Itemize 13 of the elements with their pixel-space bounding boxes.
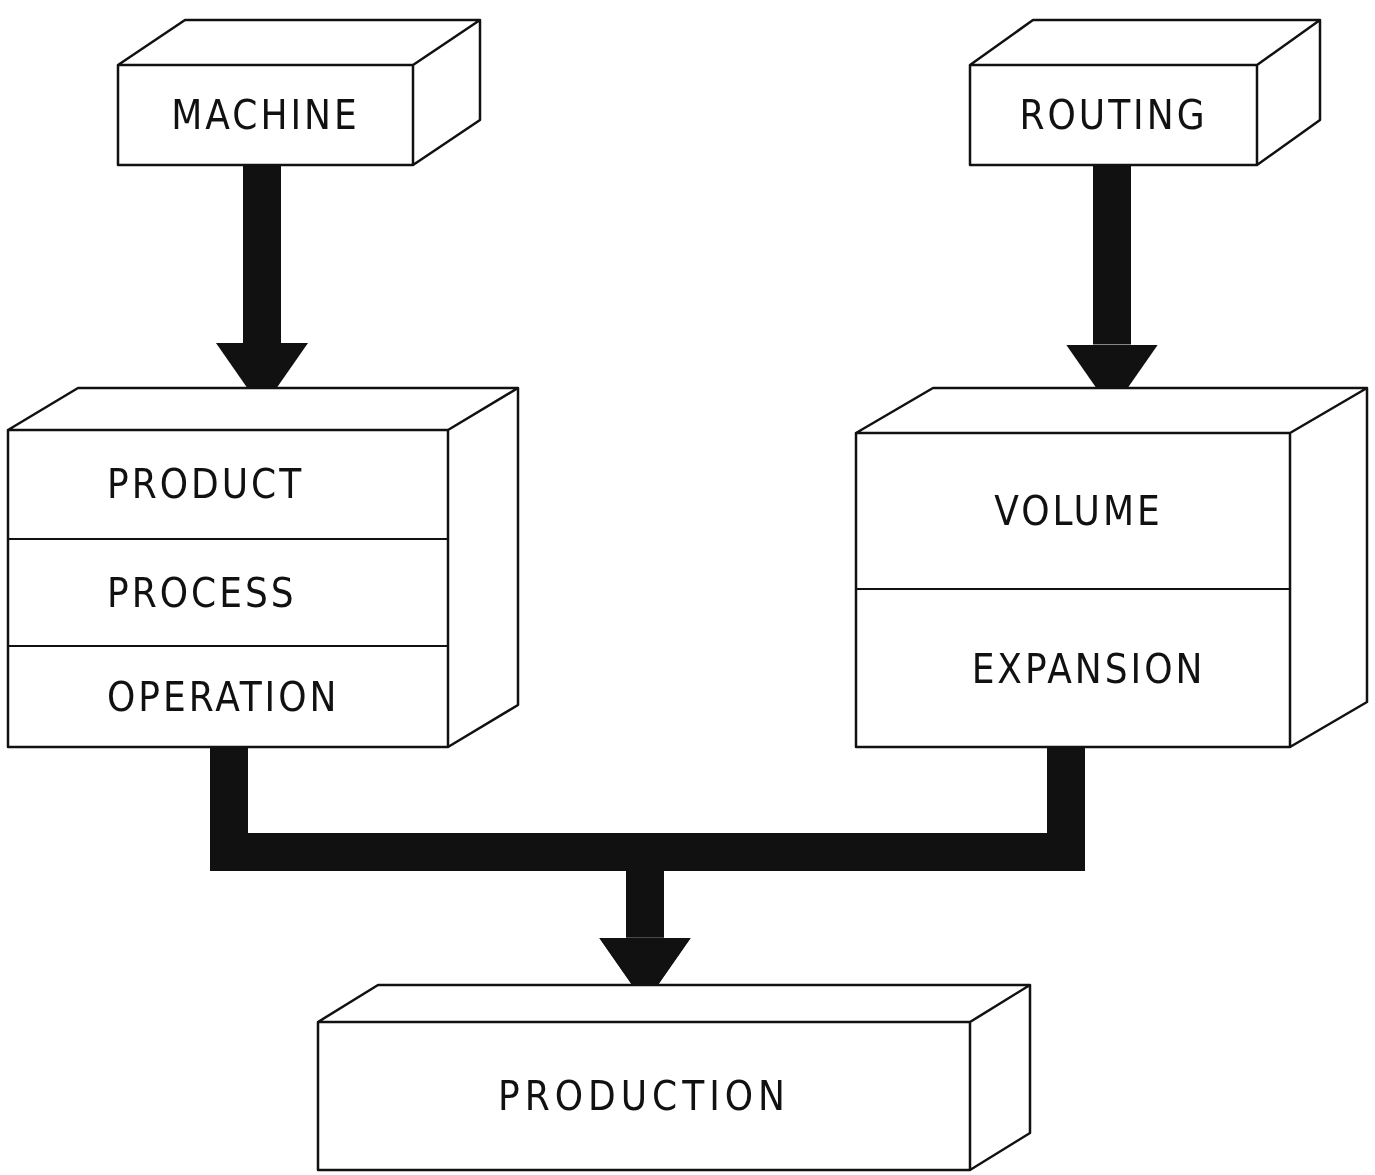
box-3d: [970, 20, 1320, 165]
box-label: ROUTING: [1019, 92, 1208, 138]
box-3d: [318, 985, 1030, 1170]
box-label: MACHINE: [171, 92, 360, 138]
section-label: EXPANSION: [971, 645, 1206, 692]
box-label: PRODUCTION: [498, 1073, 790, 1119]
box-3d: [118, 20, 480, 165]
section-label: VOLUME: [994, 487, 1163, 534]
box-3d: [8, 388, 518, 747]
section-label: PROCESS: [107, 569, 297, 616]
section-label: PRODUCT: [107, 461, 305, 507]
section-label: OPERATION: [107, 674, 340, 720]
box-3d: [856, 388, 1367, 747]
